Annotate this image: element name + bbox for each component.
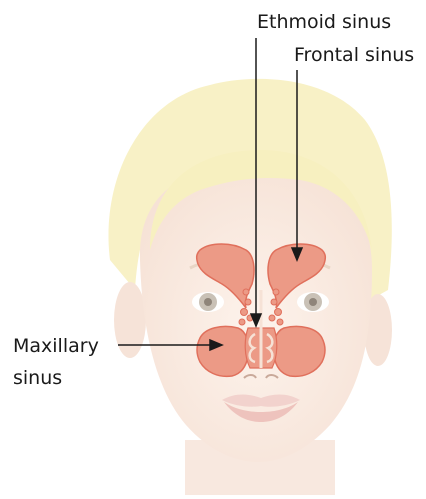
maxillary-sinus-left xyxy=(197,326,249,376)
ethmoid-sinus-label: Ethmoid sinus xyxy=(257,10,391,34)
left-ear xyxy=(114,282,146,358)
maxillary-sinus-label-line1: Maxillary xyxy=(13,334,99,358)
frontal-sinus-label: Frontal sinus xyxy=(294,43,414,67)
left-eye-pupil xyxy=(204,298,212,306)
maxillary-sinus-right xyxy=(273,326,325,376)
right-eye-pupil xyxy=(309,298,317,306)
maxillary-sinus-label-line2: sinus xyxy=(13,366,62,390)
